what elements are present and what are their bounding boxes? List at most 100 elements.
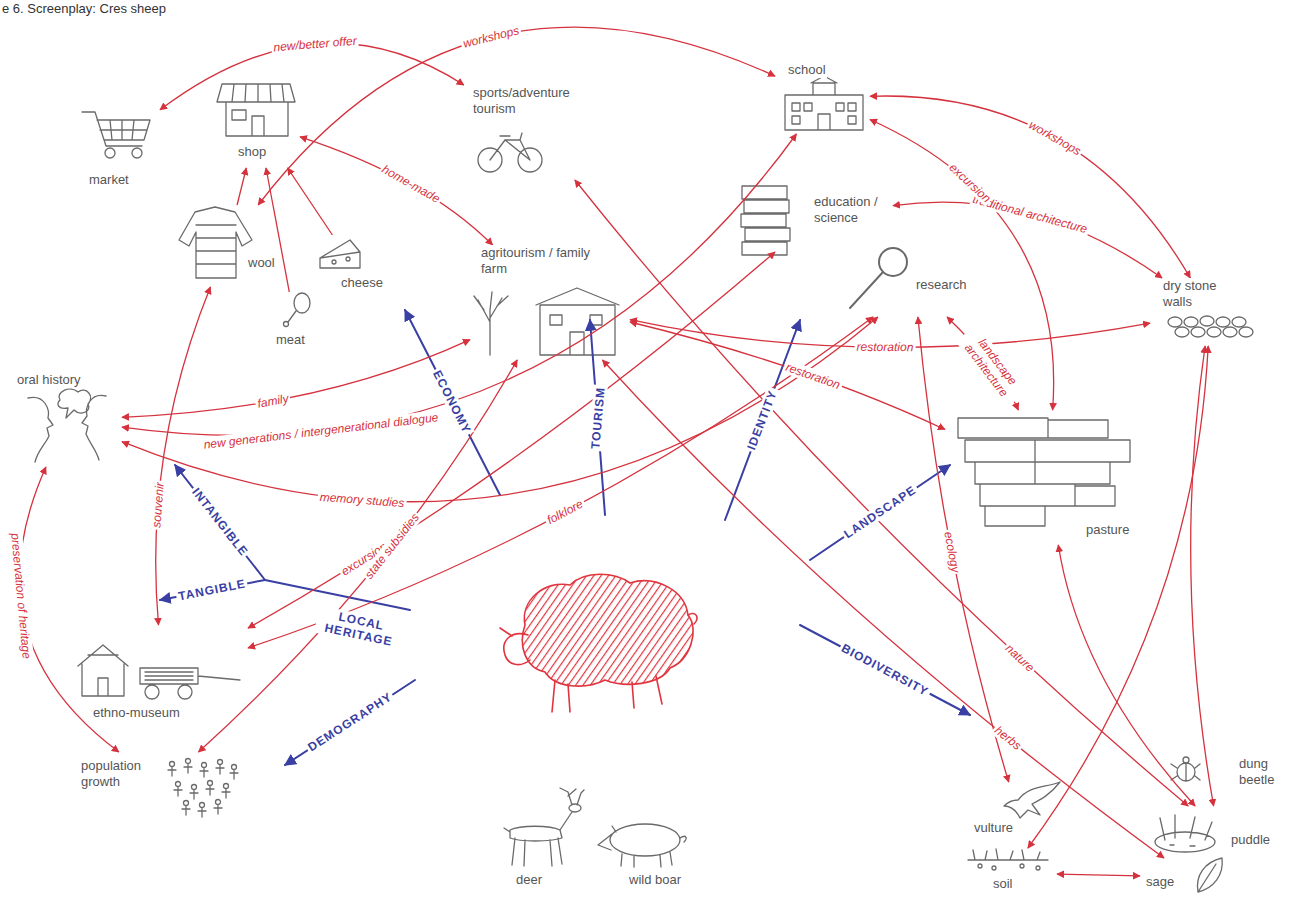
node-label: meat [275,332,306,348]
node-label: market [88,172,130,188]
sage-icon [1197,858,1222,892]
edge-label: family [254,391,291,411]
sheep-head-legs [500,613,697,712]
theme-label: LOCAL HERITAGE [314,605,406,651]
node-label: population growth [80,758,157,790]
books-icon [741,186,790,255]
icon-node: deer [485,782,585,894]
edge-label: folklore [543,496,587,528]
magnifier-icon [850,248,907,308]
node-label: cheese [340,275,384,291]
node-label: sage [1145,874,1175,890]
edge-label: restoration [854,340,915,354]
icon-node: wool [175,205,279,287]
connector [630,322,945,430]
icon-node: shop [215,78,300,168]
connector [1058,545,1195,806]
icon-node: cheese [315,235,390,295]
node-label: school [787,62,827,78]
theme-arrow [175,465,265,580]
node-label: dry stone walls [1162,278,1234,310]
icon-node: puddle [1148,806,1288,856]
pasture-icon [958,418,1130,526]
edge-label: herbs [990,722,1025,754]
icon-node: school [775,62,870,134]
cart-wheel [105,148,115,158]
icon-node: soil [962,848,1057,898]
icon-node: meat [265,292,325,352]
edge-label: landscape architecture [955,324,1028,408]
connector [258,27,775,205]
theme-arrow [405,310,500,495]
beetle-icon [1171,757,1200,781]
cart-icon [82,112,150,146]
population-icon [168,759,238,818]
connector [248,317,873,648]
theme-label: TANGIBLE [175,576,249,604]
connector [1028,346,1208,848]
icon-node: pasture [945,410,1150,545]
deer-icon [504,788,584,866]
icon-node: research [840,255,990,317]
sheep-body [522,574,693,686]
icon-node: agritourism / family farm [470,245,630,360]
node-label: education / science [813,194,890,226]
theme-label: BIODIVERSITY [837,640,932,700]
connector [122,340,470,418]
museum-icon [78,645,240,699]
node-label: pasture [1085,522,1130,538]
theme-label: ECONOMY [429,366,475,437]
connector [1191,346,1214,806]
cart-wheel [132,148,142,158]
edge-label: memory studies [317,490,406,510]
meat-icon [284,293,311,327]
node-label: agritourism / family farm [480,245,612,277]
theme-arrows [160,310,970,765]
connector [288,168,333,235]
edge-label: workshops [460,23,523,51]
node-label: oral history [16,372,82,388]
node-label: soil [992,876,1014,892]
connector [870,120,1054,411]
edge-label: new generations / intergenerational dial… [201,410,441,452]
connector [122,317,878,502]
bike-icon [478,133,542,172]
node-label: deer [515,872,543,888]
node-label: puddle [1230,832,1271,848]
connector [870,96,1190,278]
theme-arrow [285,680,415,765]
connector [160,43,464,110]
connector [237,168,246,205]
icon-node: market [60,100,160,195]
theme-arrow [725,320,800,520]
edge-label: new/better offer [271,33,359,54]
theme-label: INTANGIBLE [188,484,252,561]
connector [266,168,289,292]
icon-node: population growth [80,752,245,817]
icon-sketches [28,76,1253,892]
stone-wall-icon [1168,316,1253,337]
icon-node: wild boar [590,808,705,894]
connector [575,180,1188,806]
node-label: dung beetle [1238,756,1288,788]
connector [1057,874,1140,876]
node-label: sports/adventure tourism [472,85,604,117]
soil-icon [968,849,1048,870]
shop-icon [217,84,295,136]
icon-node: oral history [12,372,122,467]
icon-node: ethno-museum [78,625,248,727]
node-label: ethno-museum [92,705,181,721]
connector [603,360,1165,858]
icon-node: education / science [738,182,893,252]
node-label: shop [237,144,267,160]
vulture-icon [1004,782,1060,818]
farm-icon [474,288,619,355]
node-label: research [915,277,968,293]
theme-label: DEMOGRAPHY [304,689,397,756]
sheep-drawing [500,574,697,712]
edge-label: home-made [378,162,444,208]
figure-title: e 6. Screenplay: Cres sheep [2,1,166,17]
theme-label: IDENTITY [744,386,781,453]
